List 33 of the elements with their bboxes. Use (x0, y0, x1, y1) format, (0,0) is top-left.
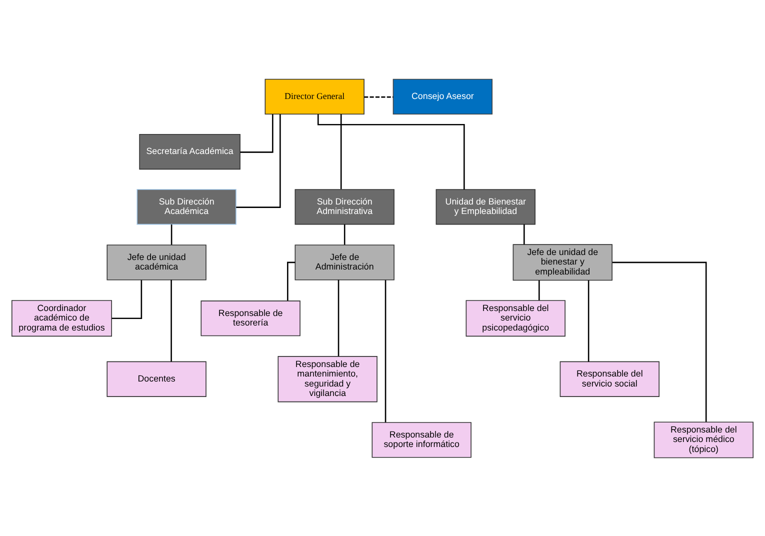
node-box: Responsable del servicio médico (tópico) (654, 421, 754, 458)
node-box: Secretaría Académica (139, 133, 240, 170)
node-box: Responsable de mantenimiento, seguridad y vigilancia (278, 356, 378, 402)
connector (112, 280, 142, 318)
connector (384, 280, 386, 422)
node-box: Coordinador académico de programa de estudios (11, 300, 112, 336)
node-box: Jefe de unidad académica (106, 244, 206, 280)
node-box: Jefe de Administración (294, 244, 394, 280)
node-box: Responsable de soporte informático (372, 422, 472, 458)
node-box: Sub Dirección Académica (136, 188, 236, 224)
connector (287, 261, 296, 300)
node-box: Docentes (106, 360, 206, 396)
connector (317, 114, 465, 189)
connector (588, 280, 590, 362)
connector (170, 224, 172, 244)
connector (344, 224, 346, 244)
node-box: Consejo Asesor (392, 78, 493, 114)
node-box: Sub Dirección Administrativa (294, 188, 394, 224)
connector (364, 96, 394, 98)
node-box: Unidad de Bienestar y Empleabilidad (436, 188, 536, 224)
connector (338, 279, 340, 356)
connector (612, 261, 707, 422)
connector (240, 114, 274, 152)
connector (236, 114, 281, 208)
node-box: Responsable del servicio social (560, 360, 660, 396)
node-box: Jefe de unidad de bienestar y empleabilidad (512, 244, 612, 280)
node-box: Responsable del servicio psicopedagógico (466, 300, 566, 336)
connector (524, 224, 525, 244)
connector (170, 279, 172, 362)
connector (538, 280, 540, 300)
node-box: Responsable de tesorería (200, 300, 300, 336)
connector (340, 114, 342, 189)
node-box: Director General (264, 78, 364, 114)
